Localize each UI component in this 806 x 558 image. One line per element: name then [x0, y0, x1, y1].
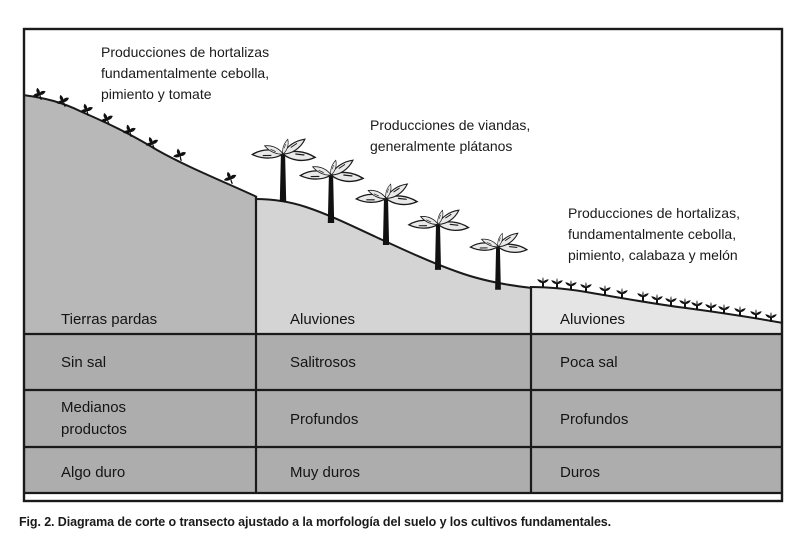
annotation-line: pimiento y tomate: [101, 86, 212, 102]
table-cell-col1-row3: Algo duro: [61, 464, 125, 481]
terrain-tierras-pardas: [23, 95, 257, 334]
surface-line-right: [529, 286, 784, 324]
annotation-line: fundamentalmente cebolla,: [568, 226, 736, 242]
shrub-plant-icon: [537, 277, 549, 287]
table-cell-col3-header: Aluviones: [560, 311, 625, 328]
table-cell-col2-row1: Salitrosos: [290, 354, 356, 371]
table-cell-col1-header: Tierras pardas: [61, 311, 157, 328]
table-grid-lines: [23, 197, 783, 495]
annotation-right-slope: Producciones de hortalizas, fundamentalm…: [568, 205, 740, 263]
table-cell-col2-header: Aluviones: [290, 311, 355, 328]
terrain-aluviones-middle: [255, 199, 532, 334]
surface-line-middle: [254, 198, 533, 289]
table-column-aluviones-right: Aluviones Poca sal Profundos Duros: [560, 311, 628, 481]
figure-caption: Fig. 2. Diagrama de corte o transecto aj…: [19, 515, 612, 529]
terrain-aluviones-right: [530, 287, 783, 334]
annotation-middle-slope: Producciones de viandas, generalmente pl…: [370, 117, 530, 154]
diagram-frame: [22, 27, 784, 503]
annotation-line: Producciones de hortalizas,: [568, 205, 740, 221]
annotation-line: generalmente plátanos: [370, 138, 512, 154]
table-cell-col2-row2: Profundos: [290, 411, 358, 428]
table-rows-background: [23, 333, 783, 493]
table-column-tierras-pardas: Tierras pardas Sin sal Medianos producto…: [61, 311, 157, 481]
table-column-aluviones-middle: Aluviones Salitrosos Profundos Muy duros: [290, 311, 360, 481]
annotation-line: fundamentalmente cebolla,: [101, 65, 269, 81]
annotation-left-slope: Producciones de hortalizas fundamentalme…: [101, 44, 269, 102]
shrub-plant-icon: [551, 278, 563, 288]
table-cell-col1-row2: Medianos: [61, 399, 126, 416]
shrub-plant-icon: [637, 291, 649, 301]
annotation-line: pimiento, calabaza y melón: [568, 247, 738, 263]
table-cell-col1-row1: Sin sal: [61, 354, 106, 371]
table-cell-col3-row3: Duros: [560, 464, 600, 481]
annotation-line: Producciones de viandas,: [370, 117, 530, 133]
banana-plant-icon: [252, 138, 316, 202]
table-cell-col2-row3: Muy duros: [290, 464, 360, 481]
table-cell-col3-row2: Profundos: [560, 411, 628, 428]
annotation-line: Producciones de hortalizas: [101, 44, 269, 60]
table-cell-col3-row1: Poca sal: [560, 354, 618, 371]
table-cell-col1-row2: productos: [61, 421, 127, 438]
